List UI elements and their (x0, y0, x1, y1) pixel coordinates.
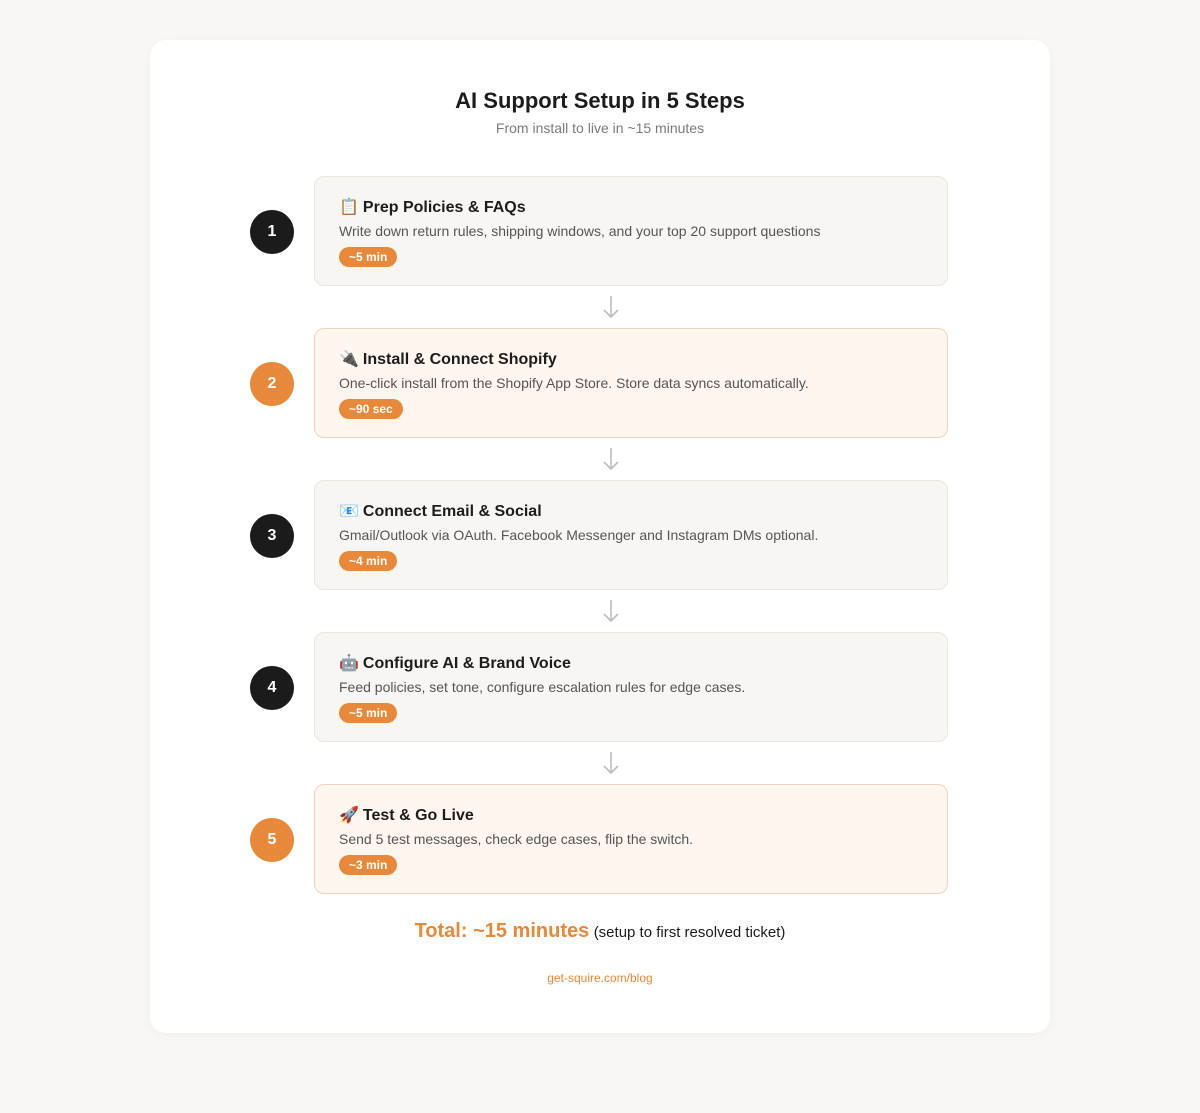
plug-icon: 🔌 (339, 349, 359, 368)
step-card-1: 📋Prep Policies & FAQs Write down return … (314, 176, 948, 286)
step-title-text: Test & Go Live (362, 807, 474, 824)
step-card-3: 📧Connect Email & Social Gmail/Outlook vi… (314, 480, 948, 590)
step-title-text: Install & Connect Shopify (362, 351, 557, 368)
step-time-badge-1: ~5 min (339, 247, 398, 267)
step-time-badge-5: ~3 min (339, 855, 398, 875)
arrow-down-icon (603, 752, 619, 775)
step-number-1: 1 (250, 210, 294, 254)
step-card-4: 🤖Configure AI & Brand Voice Feed policie… (314, 632, 948, 742)
step-description-3: Gmail/Outlook via OAuth. Facebook Messen… (339, 527, 819, 543)
step-number-5: 5 (250, 818, 294, 862)
step-card-2: 🔌Install & Connect Shopify One-click ins… (314, 328, 948, 438)
clipboard-icon: 📋 (339, 197, 359, 216)
page-title: AI Support Setup in 5 Steps (455, 88, 745, 113)
step-number-2: 2 (250, 362, 294, 406)
rocket-icon: 🚀 (339, 805, 359, 824)
step-time-badge-4: ~5 min (339, 703, 398, 723)
step-card-5: 🚀Test & Go Live Send 5 test messages, ch… (314, 784, 948, 894)
step-title-2: 🔌Install & Connect Shopify (339, 349, 557, 370)
step-number-4: 4 (250, 666, 294, 710)
step-number-3: 3 (250, 514, 294, 558)
step-title-text: Prep Policies & FAQs (362, 199, 526, 216)
step-description-5: Send 5 test messages, check edge cases, … (339, 831, 694, 847)
step-title-3: 📧Connect Email & Social (339, 501, 542, 522)
arrow-down-icon (603, 600, 619, 623)
email-icon: 📧 (339, 501, 359, 520)
step-description-2: One-click install from the Shopify App S… (339, 375, 809, 391)
arrow-down-icon (603, 448, 619, 471)
arrow-down-icon (603, 296, 619, 319)
step-title-5: 🚀Test & Go Live (339, 805, 474, 826)
step-title-text: Connect Email & Social (362, 503, 542, 520)
page-subtitle: From install to live in ~15 minutes (495, 120, 705, 136)
total-summary: Total: ~15 minutes (setup to first resol… (0, 917, 1200, 947)
step-time-badge-2: ~90 sec (339, 399, 403, 419)
step-title-text: Configure AI & Brand Voice (362, 655, 571, 672)
total-note: (setup to first resolved ticket) (593, 924, 786, 941)
step-description-1: Write down return rules, shipping window… (339, 223, 821, 239)
step-title-1: 📋Prep Policies & FAQs (339, 197, 526, 218)
step-time-badge-3: ~4 min (339, 551, 398, 571)
step-description-4: Feed policies, set tone, configure escal… (339, 679, 746, 695)
total-time: Total: ~15 minutes (414, 920, 590, 942)
step-title-4: 🤖Configure AI & Brand Voice (339, 653, 571, 674)
footer-link[interactable]: get-squire.com/blog (547, 971, 653, 985)
robot-icon: 🤖 (339, 653, 359, 672)
